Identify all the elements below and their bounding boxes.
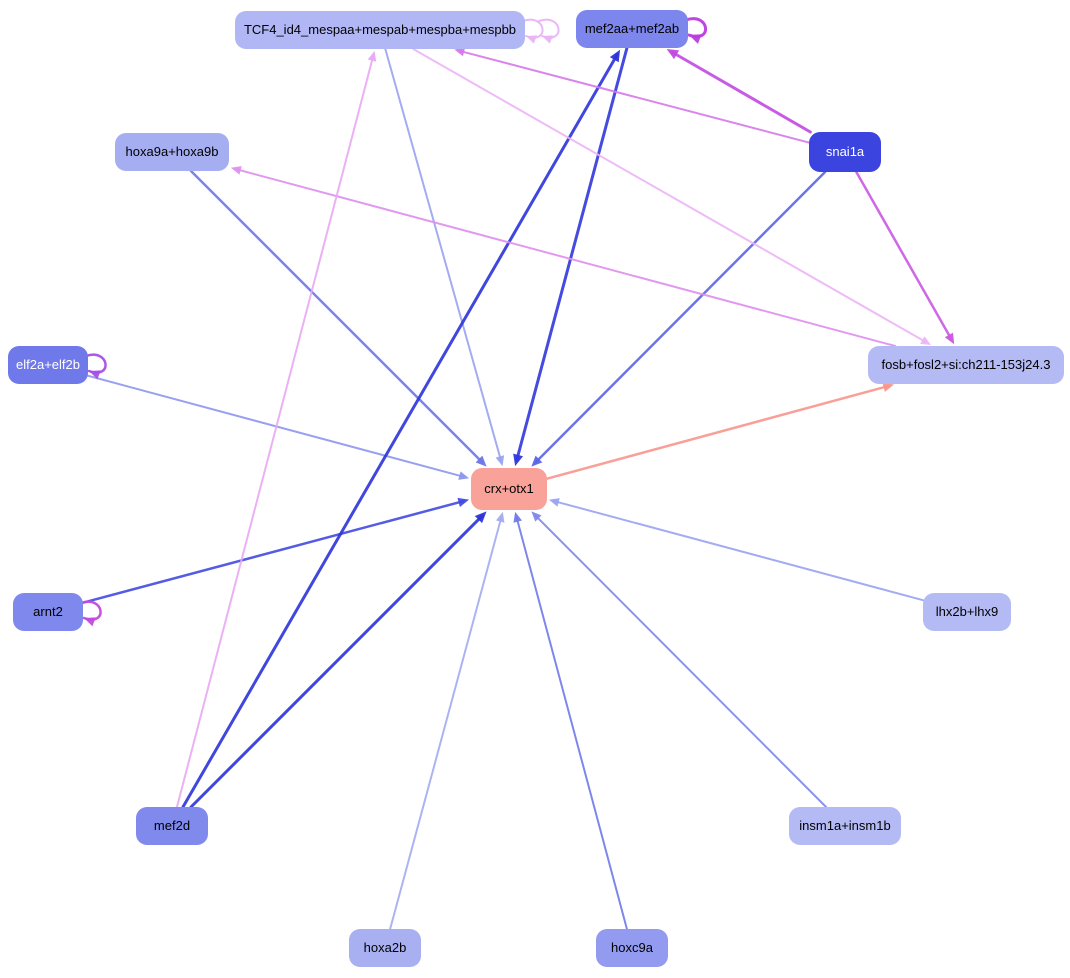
edge-mef2d-tcf4 [175, 55, 375, 808]
edge-mef2aa-crx-arrowhead [513, 453, 524, 467]
graph-node-insm1a[interactable]: insm1a+insm1b [789, 807, 901, 845]
self-loop-elf2a [84, 353, 107, 374]
self-loop-tcf4-arrowhead [526, 35, 537, 44]
graph-node-arnt2[interactable]: arnt2 [13, 593, 83, 631]
self-loop-mef2aa-arrowhead [689, 34, 702, 44]
edge-mef2d-crx-arrowhead [474, 511, 487, 524]
graph-node-snai1a[interactable]: snai1a [809, 132, 881, 172]
edge-lhx2b-crx [553, 500, 924, 602]
edge-crx-fosb [545, 384, 890, 480]
edge-hoxa9a-crx [189, 169, 484, 464]
self-loop-elf2a-arrowhead [89, 370, 101, 380]
self-loop-arnt2-arrowhead [84, 617, 96, 627]
edge-snai1a-fosb-arrowhead [944, 332, 955, 345]
self-loop-tcf4 [522, 18, 544, 39]
edge-arnt2-crx [81, 499, 465, 604]
edge-snai1a-fosb [855, 170, 953, 341]
edge-arnt2-crx-arrowhead [457, 497, 470, 508]
edge-hoxa9a-crx-arrowhead [475, 455, 487, 467]
edge-mef2d-mef2aa [181, 53, 619, 809]
edge-fosb-hoxa9a [235, 168, 897, 347]
self-loop-tcf4-2-arrowhead [542, 35, 553, 44]
graph-node-hoxc9a[interactable]: hoxc9a [596, 929, 668, 967]
edge-crx-fosb-arrowhead [882, 382, 895, 392]
edge-tcf4-fosb [412, 48, 927, 344]
edge-snai1a-mef2aa [670, 50, 812, 134]
edge-hoxc9a-crx [515, 516, 628, 930]
graph-node-crx[interactable]: crx+otx1 [471, 468, 547, 510]
edge-snai1a-tcf4-arrowhead [454, 47, 466, 57]
edge-mef2aa-crx [515, 46, 629, 462]
graph-node-mef2d[interactable]: mef2d [136, 807, 208, 845]
edge-tcf4-crx [384, 48, 502, 462]
self-loop-mef2aa [684, 17, 707, 39]
edge-mef2d-crx [189, 514, 484, 809]
edge-mef2d-mef2aa-arrowhead [609, 49, 621, 63]
edge-hoxc9a-crx-arrowhead [513, 511, 522, 523]
graph-node-mef2aa[interactable]: mef2aa+mef2ab [576, 10, 688, 48]
edge-mef2d-tcf4-arrowhead [367, 50, 377, 62]
edge-elf2a-crx-arrowhead [458, 471, 470, 480]
self-loop-arnt2 [79, 600, 102, 621]
edge-hoxa2b-crx [389, 516, 503, 930]
edge-lhx2b-crx-arrowhead [548, 498, 560, 507]
graph-node-hoxa9a[interactable]: hoxa9a+hoxa9b [115, 133, 229, 171]
edge-snai1a-crx-arrowhead [531, 455, 543, 467]
graph-node-elf2a[interactable]: elf2a+elf2b [8, 346, 88, 384]
edge-tcf4-crx-arrowhead [495, 455, 505, 467]
edge-tcf4-fosb-arrowhead [920, 336, 932, 346]
graph-node-lhx2b[interactable]: lhx2b+lhx9 [923, 593, 1011, 631]
graph-node-hoxa2b[interactable]: hoxa2b [349, 929, 421, 967]
edge-fosb-hoxa9a-arrowhead [230, 166, 242, 175]
graph-node-tcf4[interactable]: TCF4_id4_mespaa+mespab+mespba+mespbb [235, 11, 525, 49]
graph-node-fosb[interactable]: fosb+fosl2+si:ch211-153j24.3 [868, 346, 1064, 384]
edge-snai1a-tcf4 [459, 50, 810, 144]
edge-insm1a-crx [534, 514, 828, 808]
edge-hoxa2b-crx-arrowhead [495, 511, 505, 523]
edge-snai1a-mef2aa-arrowhead [666, 49, 680, 60]
edge-snai1a-crx [534, 170, 827, 464]
edge-insm1a-crx-arrowhead [531, 511, 542, 522]
